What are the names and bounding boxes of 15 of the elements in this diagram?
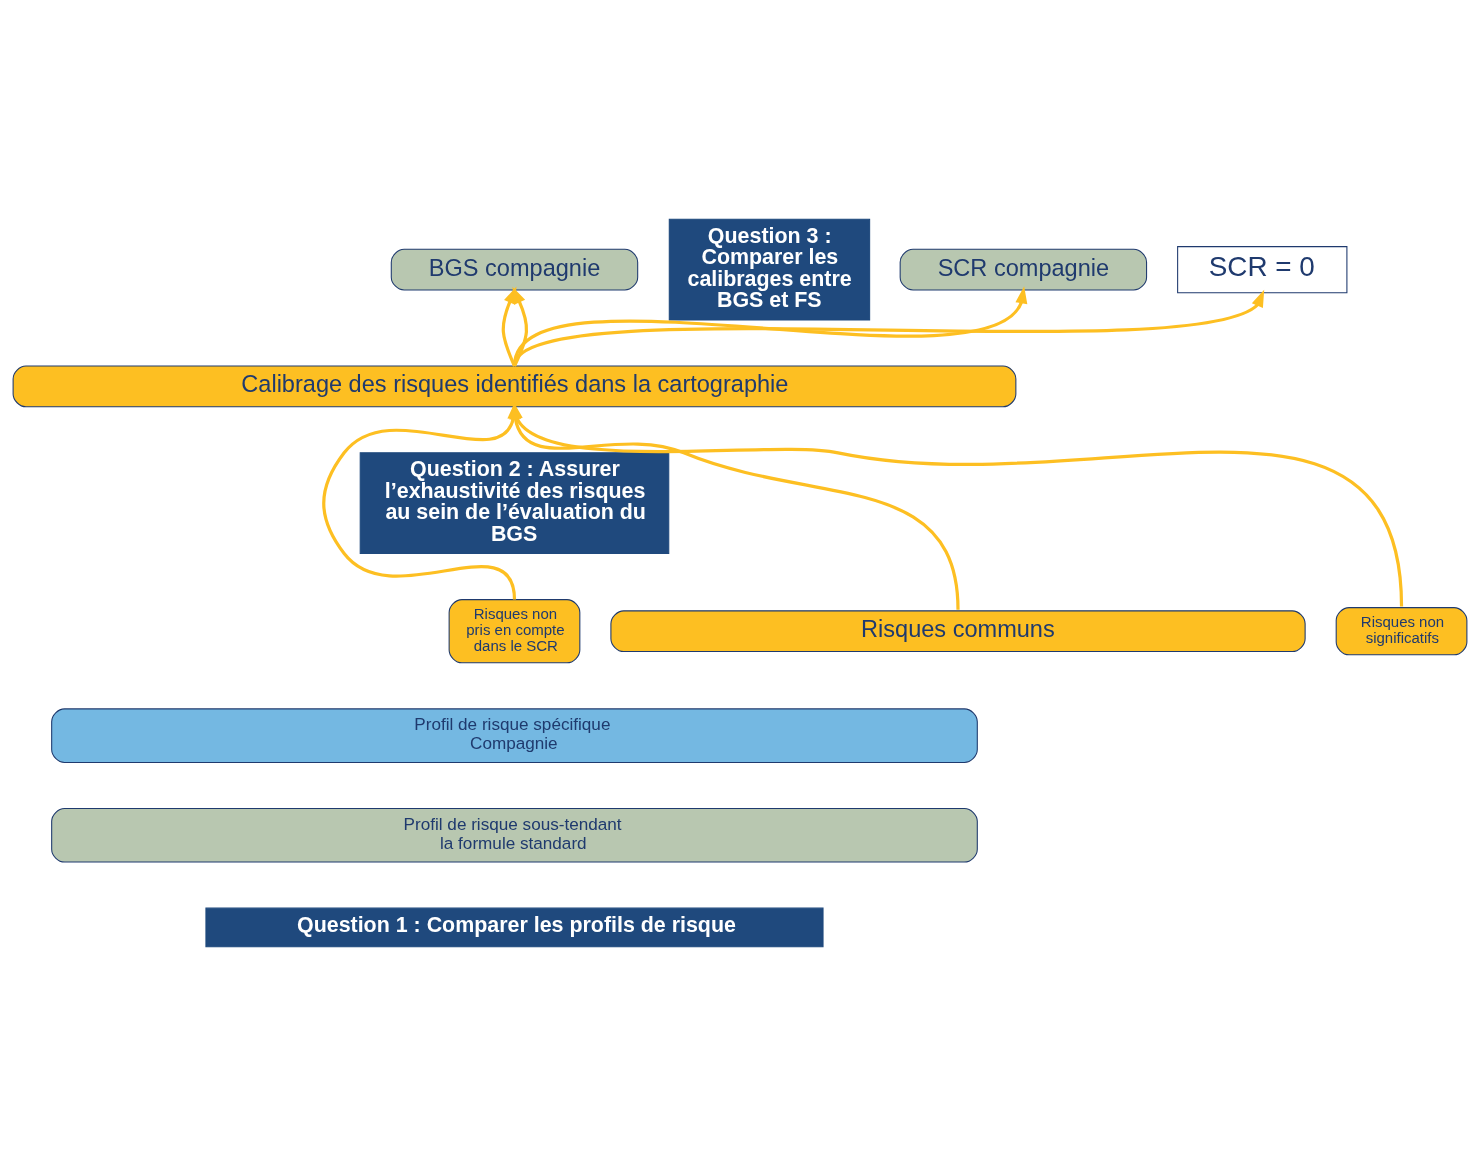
arrow: [512, 286, 529, 367]
arrow: [513, 285, 1028, 367]
node-box: Profil de risque spécifique Compagnie: [51, 707, 978, 763]
node-box: Question 1 : Comparer les profils de risque: [205, 907, 824, 947]
node-box: Risques non significatifs: [1335, 606, 1468, 655]
node-box: Profil de risque sous-tendant la formule standard: [51, 807, 978, 863]
node-box: Question 3 : Comparer les calibrages entre BGS et FS: [668, 218, 871, 321]
node-box: BGS compagnie: [390, 248, 639, 291]
node-box: Question 2 : Assurer l’exhaustivité des risques au sein de l’évaluation du BGS: [359, 451, 670, 554]
node-box: Risques non pris en compte dans le SCR: [448, 598, 581, 663]
node-box: SCR = 0: [1177, 245, 1348, 293]
node-box: SCR compagnie: [899, 248, 1148, 291]
arrow: [513, 289, 1265, 367]
node-box: Calibrage des risques identifiés dans la cartographie: [12, 365, 1017, 407]
node-box: Risques communs: [610, 609, 1306, 652]
